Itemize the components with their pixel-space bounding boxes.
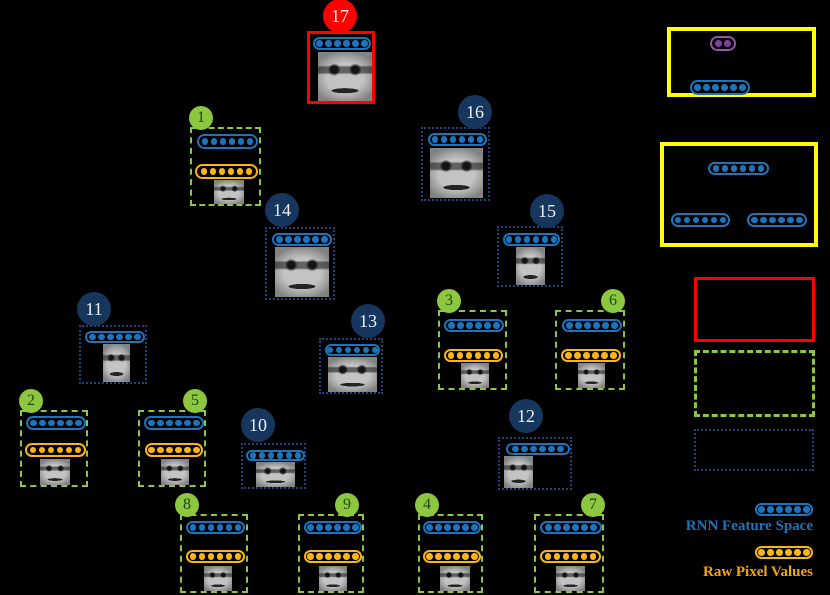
face-patch-image: [430, 148, 483, 198]
node-number-badge: 1: [189, 106, 213, 130]
tree-node-3: 3: [437, 289, 507, 390]
rnn-feature-legend-label: RNN Feature Space: [685, 518, 813, 534]
node-number-badge: 14: [265, 193, 299, 227]
face-patch-image: [440, 566, 470, 591]
node-number-badge: 8: [175, 493, 199, 517]
rnn-feature-pill: [304, 521, 362, 534]
rnn-feature-pill: [444, 319, 504, 332]
legend-merge-example-box: [667, 27, 816, 97]
face-patch-image: [556, 566, 585, 591]
rnn-feature-pill: [85, 331, 145, 343]
face-patch-image: [328, 357, 377, 392]
node-number-badge: 7: [581, 493, 605, 517]
raw-pixel-pill: [561, 349, 621, 362]
node-number-badge: 15: [530, 194, 564, 228]
raw-pixel-pill: [304, 550, 362, 563]
raw-pixel-legend-pill: [755, 546, 813, 559]
face-patch-image: [504, 456, 533, 488]
tree-node-16: 16: [421, 95, 492, 201]
face-patch-image: [40, 459, 70, 485]
legend-composition-example-box: [660, 142, 818, 247]
node-number-badge: 3: [437, 289, 461, 313]
rnn-feature-pill: [26, 416, 86, 430]
node-number-badge: 10: [241, 408, 275, 442]
node-number-badge: 9: [335, 493, 359, 517]
rnn-feature-pill: [144, 416, 204, 430]
rnn-feature-pill: [428, 133, 487, 146]
node-number-badge: 6: [601, 289, 625, 313]
tree-node-12: 12: [498, 399, 572, 490]
node-number-badge: 4: [415, 493, 439, 517]
legend-internal-node-box: [694, 429, 814, 471]
node-number-badge: 5: [183, 389, 207, 413]
face-patch-image: [275, 247, 329, 297]
node-number-badge: 2: [19, 389, 43, 413]
face-patch-image: [204, 566, 232, 591]
tree-node-13: 13: [319, 304, 385, 394]
rnn-feature-pill: [246, 450, 305, 461]
face-patch-image: [461, 363, 489, 388]
rnn-feature-pill: [313, 37, 371, 50]
raw-pixel-pill: [25, 443, 86, 457]
rnn-feature-pill: [197, 134, 258, 149]
raw-pixel-pill: [186, 550, 245, 563]
tree-node-6: 6: [555, 289, 625, 390]
face-patch-image: [319, 566, 347, 591]
tree-node-9: 9: [298, 493, 364, 593]
tree-node-5: 5: [138, 389, 207, 487]
legend-leaf-node-box: [694, 350, 815, 417]
raw-pixel-legend-label: Raw Pixel Values: [702, 564, 813, 580]
rnn-feature-pill: [503, 233, 560, 246]
rnn-feature-legend-pill: [755, 503, 813, 516]
face-patch-image: [318, 52, 372, 101]
raw-pixel-pill: [540, 550, 601, 563]
raw-pixel-pill: [195, 164, 258, 179]
face-patch-image: [161, 459, 189, 485]
rnn-feature-pill: [325, 344, 380, 356]
tree-node-8: 8: [175, 493, 248, 593]
tree-node-11: 11: [77, 292, 147, 384]
tree-node-15: 15: [497, 194, 564, 287]
rnn-feature-pill: [186, 521, 245, 534]
face-patch-image: [214, 180, 244, 204]
node-number-badge: 13: [351, 304, 385, 338]
child-feature-pill: [671, 213, 730, 227]
tree-node-1: 1: [189, 106, 261, 206]
face-patch-image: [516, 247, 545, 285]
raw-pixel-pill: [423, 550, 481, 563]
tree-node-7: 7: [534, 493, 605, 593]
child-feature-pill: [747, 213, 807, 227]
face-patch-image: [578, 363, 605, 388]
tree-node-14: 14: [265, 193, 335, 300]
node-number-badge: 16: [458, 95, 492, 129]
face-patch-image: [256, 462, 295, 487]
tree-node-2: 2: [19, 389, 88, 487]
rnn-feature-pill: [540, 521, 602, 534]
rnn-feature-pill: [562, 319, 622, 332]
rnn-feature-pill: [423, 521, 481, 534]
tree-node-4: 4: [415, 493, 483, 593]
face-patch-image: [103, 344, 130, 382]
merge-pair-pill: [710, 36, 736, 51]
parent-feature-pill: [708, 162, 769, 175]
tree-node-17: 17: [307, 0, 375, 104]
node-number-badge: 17: [323, 0, 357, 33]
rnn-feature-pill: [690, 80, 750, 95]
rnn-feature-pill: [506, 443, 570, 455]
raw-pixel-pill: [444, 349, 503, 362]
raw-pixel-pill: [145, 443, 203, 457]
rnn-feature-pill: [272, 233, 332, 246]
node-number-badge: 12: [509, 399, 543, 433]
tree-node-10: 10: [241, 408, 306, 489]
legend-root-node-box: [694, 277, 815, 342]
node-number-badge: 11: [77, 292, 111, 326]
